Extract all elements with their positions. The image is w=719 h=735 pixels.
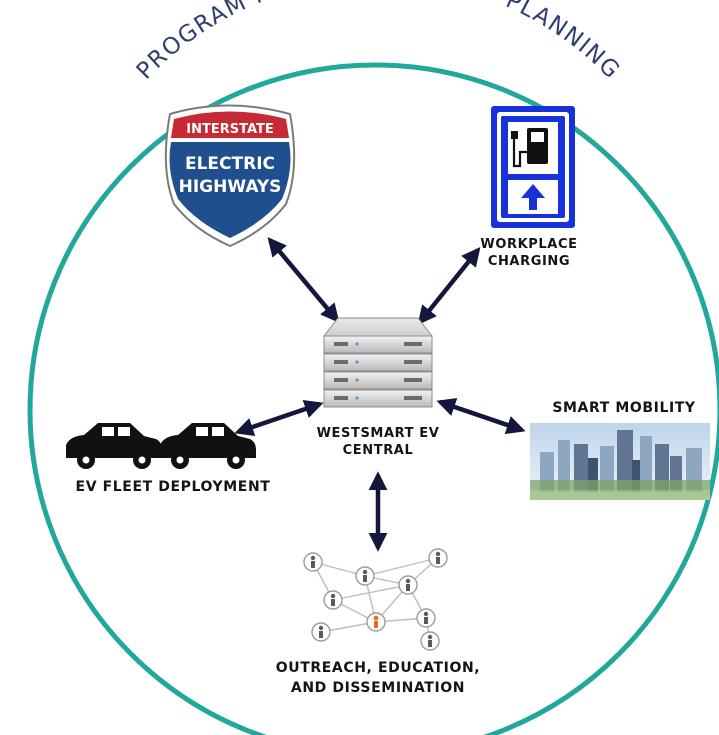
shield-line-2: HIGHWAYS xyxy=(179,177,282,197)
workplace-label-line-2: CHARGING xyxy=(487,254,571,269)
car-2 xyxy=(160,423,256,469)
program-ring xyxy=(27,62,719,735)
arrow-workplace xyxy=(417,247,481,325)
center-label-line-2: CENTRAL xyxy=(342,443,414,458)
connection-arrows xyxy=(234,237,526,552)
interstate-shield-icon: INTERSTATE ELECTRIC HIGHWAYS xyxy=(164,104,296,248)
outreach-label-line-2: AND DISSEMINATION xyxy=(290,680,466,696)
smart-mobility-label: SMART MOBILITY xyxy=(552,400,696,416)
center-label-line-1: WESTSMART EV xyxy=(316,426,440,441)
fleet-deployment-label: EV FLEET DEPLOYMENT xyxy=(75,479,271,495)
outreach-label: OUTREACH, EDUCATION, AND DISSEMINATION xyxy=(258,658,498,698)
city-skyline-icon xyxy=(530,423,710,500)
outreach-label-line-1: OUTREACH, EDUCATION, xyxy=(275,660,481,676)
workplace-label-line-1: WORKPLACE xyxy=(480,237,578,252)
arrow-fleet xyxy=(234,399,324,437)
program-title: PROGRAM MANAGEMENT AND PLANNING xyxy=(132,0,625,85)
arrow-mobility xyxy=(436,397,526,435)
workplace-charging-label: WORKPLACE CHARGING xyxy=(474,236,584,270)
people-network-icon xyxy=(303,548,448,651)
center-label: WESTSMART EV CENTRAL xyxy=(303,425,453,459)
car-1 xyxy=(66,423,162,469)
ev-charging-sign-icon xyxy=(491,106,575,228)
arrow-highways xyxy=(267,237,340,323)
shield-line-1: ELECTRIC xyxy=(185,154,275,174)
shield-top-text: INTERSTATE xyxy=(186,122,274,137)
server-stack-icon xyxy=(322,317,434,408)
cars-icon xyxy=(66,423,256,469)
